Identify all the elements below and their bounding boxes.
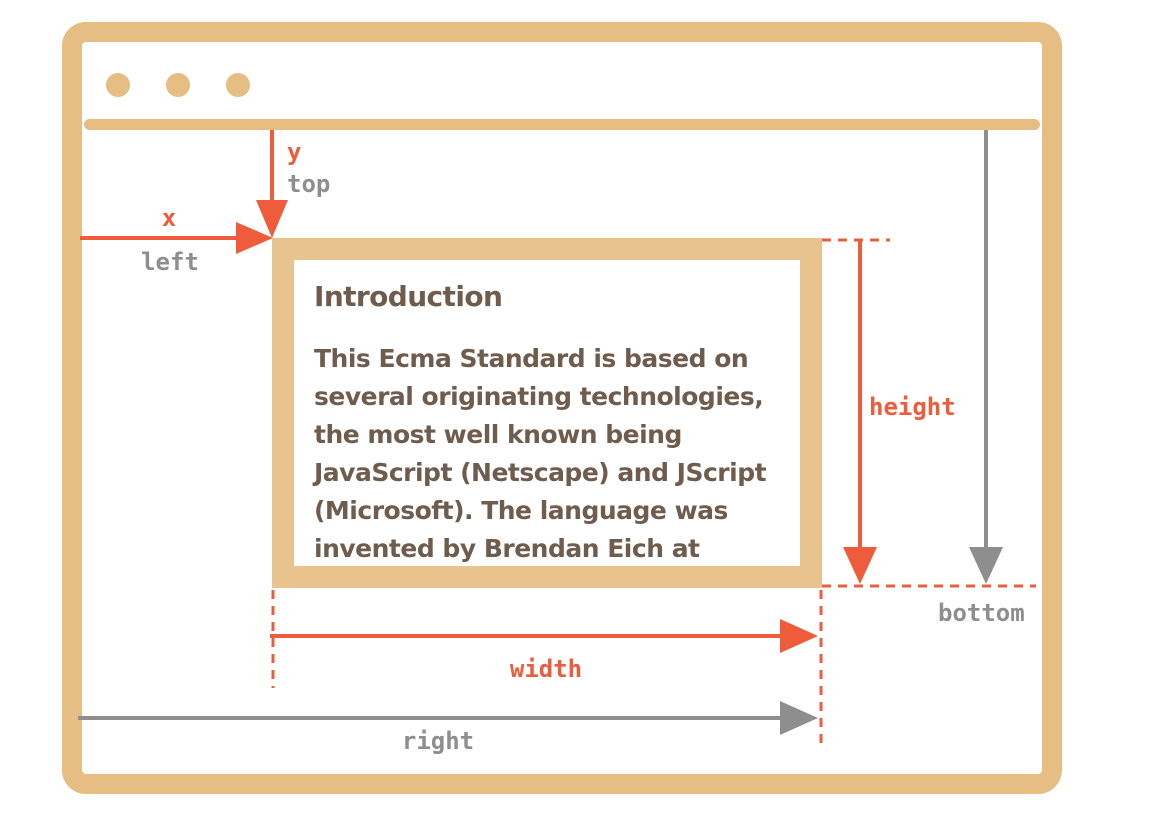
window-dot-1	[106, 73, 130, 97]
element-title: Introduction	[314, 280, 503, 313]
element-text-line: (Microsoft). The language was	[314, 496, 728, 525]
browser-toolbar-separator	[84, 119, 1040, 130]
element-text-line: This Ecma Standard is based on	[314, 344, 749, 373]
label-width: width	[510, 655, 582, 683]
label-left: left	[141, 248, 199, 276]
label-right: right	[402, 727, 474, 755]
label-top: top	[287, 170, 330, 198]
bottom-arrow-head	[969, 547, 1003, 584]
label-height: height	[869, 393, 956, 421]
window-dot-2	[166, 73, 190, 97]
right-arrow-head	[780, 701, 818, 735]
label-x: x	[162, 204, 176, 232]
element-box: Introduction This Ecma Standard is based…	[272, 238, 822, 588]
element-text-line: the most well known being	[314, 420, 682, 449]
left-arrow-head	[236, 222, 273, 254]
top-arrow-head	[256, 200, 288, 238]
element-text-line: JavaScript (Netscape) and JScript	[314, 458, 767, 487]
width-arrow-head	[780, 619, 818, 653]
element-text-line: invented by Brendan Eich at	[314, 534, 700, 563]
element-text: This Ecma Standard is based on several o…	[314, 340, 784, 568]
label-bottom: bottom	[938, 599, 1025, 627]
window-dot-3	[226, 73, 250, 97]
element-text-line: several originating technologies,	[314, 382, 764, 411]
height-arrow-head	[843, 547, 877, 584]
label-y: y	[287, 138, 301, 166]
